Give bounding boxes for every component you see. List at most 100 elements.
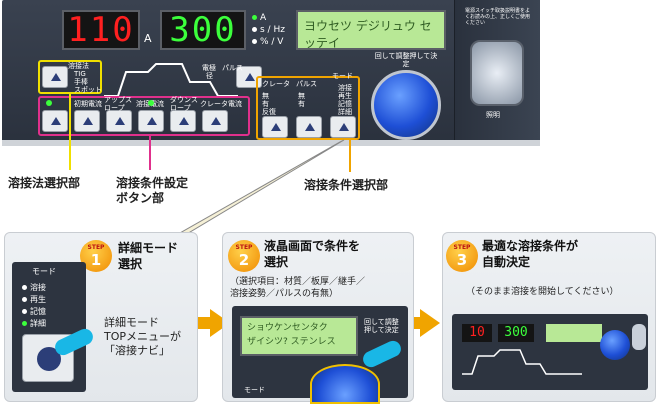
crater-option-on: 有	[262, 100, 269, 108]
crater-current-button[interactable]	[202, 110, 228, 132]
mode-item-label: 溶接	[30, 283, 46, 292]
diameter-label: 径	[206, 72, 213, 80]
step-number: 2	[238, 251, 250, 269]
unit-a: A	[260, 13, 267, 23]
step-word: STEP	[453, 244, 471, 251]
step-1-mode-play: 再生	[22, 294, 46, 305]
callout-welding-method: 溶接法選択部	[8, 176, 81, 190]
pulse-option-on: 有	[298, 100, 305, 108]
step-2-badge: STEP 2	[228, 240, 260, 272]
step-1-mode-memory: 記憶	[22, 306, 46, 317]
step-3-knob	[600, 330, 630, 360]
step-number: 3	[456, 251, 468, 269]
step-2-title: 液晶画面で条件を 選択	[264, 239, 361, 269]
condition-select-group	[256, 76, 360, 140]
mode-option-weld: 溶接	[338, 84, 352, 92]
panel-base	[2, 140, 540, 146]
step-1-title: 詳細モード 選択	[118, 241, 179, 271]
downslope-button[interactable]	[170, 110, 196, 132]
weld-current-button[interactable]	[138, 110, 164, 132]
step-3-volt-value: 300	[504, 325, 528, 340]
mode-group-title: モード	[332, 72, 353, 80]
pulse-option-none: 無	[298, 92, 305, 100]
callout-condition-select: 溶接条件選択部	[304, 178, 389, 192]
crater-current-label: クレータ電流	[200, 100, 242, 108]
knob-label: 回して調整押して決定	[374, 52, 438, 68]
step-1-note: 詳細モード TOPメニューが 「溶接ナビ」	[104, 316, 182, 357]
method-label-spot: スポット	[74, 86, 102, 94]
initial-current-label: 初期電流	[74, 100, 102, 108]
pulse-label: パルス	[222, 64, 243, 72]
voltage-display: 300	[160, 10, 246, 50]
step-3-torch	[632, 324, 646, 350]
unit-pv: % / V	[260, 37, 284, 47]
led-icon	[46, 100, 52, 106]
mode-item-label: 詳細	[30, 319, 46, 328]
callout-condition-buttons: 溶接条件設定 ボタン部	[116, 176, 189, 205]
electrode-label: 電極	[202, 64, 216, 72]
step-3-badge: STEP 3	[446, 240, 478, 272]
current-display: 110	[62, 10, 140, 50]
step-number: 1	[90, 251, 102, 269]
arrow-right-icon	[420, 309, 440, 337]
unit-shz: s / Hz	[260, 25, 285, 35]
welding-method-group	[38, 60, 102, 94]
initial-current-button[interactable]	[74, 110, 100, 132]
arrow-2-body	[414, 317, 422, 329]
lcd-line-2: ザイシツ? ステンレス	[247, 337, 336, 347]
step-2-subtitle: （選択項目：材質／板厚／継手／ 溶接姿勢／パルスの有無）	[230, 277, 366, 299]
pulse-group-title: パルス	[296, 80, 317, 88]
crater-option-repeat: 反復	[262, 108, 276, 116]
mode-option-memory: 記憶	[338, 100, 352, 108]
upslope-button[interactable]	[106, 110, 132, 132]
crater-select-button[interactable]	[262, 116, 288, 138]
step-3-lcd	[546, 324, 602, 342]
mode-item-label: 再生	[30, 295, 46, 304]
light-label: 照明	[486, 111, 500, 119]
step-2-knob-label: 回して調整押して決定	[364, 318, 399, 334]
downslope-label: ダウンスロープ	[170, 96, 198, 112]
waveform-diagram-icon	[104, 63, 238, 97]
method-label-stick: 手棒	[74, 78, 88, 86]
pulse-select-button[interactable]	[296, 116, 322, 138]
unit-indicators: A s / Hz % / V	[252, 12, 285, 48]
led-icon	[252, 15, 257, 20]
adjust-knob[interactable]	[371, 70, 441, 140]
torch-note: 電源スイッチ取扱説明書をよくお読みの上、正しくご使用ください	[465, 8, 531, 26]
mode-option-detail: 詳細	[338, 108, 352, 116]
crater-option-none: 無	[262, 92, 269, 100]
step-3-volt: 300	[498, 324, 534, 342]
mode-option-play: 再生	[338, 92, 352, 100]
method-label-tig: TIG	[74, 70, 86, 78]
step-1-mode-weld: 溶接	[22, 282, 46, 293]
lcd-text-display: ヨウセツ デジリュウ セッテイ	[296, 10, 446, 50]
led-icon	[252, 39, 257, 44]
current-unit: A	[144, 32, 152, 45]
led-icon	[22, 297, 27, 302]
step-word: STEP	[87, 244, 105, 251]
mode-select-button[interactable]	[330, 116, 356, 138]
led-icon	[22, 309, 27, 314]
led-icon	[148, 100, 154, 106]
lcd-line-1: ショウケンセンタク	[247, 323, 328, 333]
upslope-label: アップスロープ	[104, 96, 132, 112]
welding-method-button[interactable]	[42, 66, 68, 88]
extra-button[interactable]	[42, 110, 68, 132]
torch-window	[470, 40, 524, 106]
step-3-title: 最適な溶接条件が 自動決定	[482, 239, 579, 269]
led-icon	[22, 285, 27, 290]
step-1-mode-title: モード	[32, 267, 56, 276]
arrow-1-body	[198, 317, 212, 329]
method-label-weld: 溶接法	[68, 62, 89, 70]
step-3-current: 10	[462, 324, 492, 342]
step-3-subtitle: （そのまま溶接を開始してください）	[466, 287, 619, 297]
step-2-mode-title: モード	[244, 386, 265, 394]
condition-button-group	[38, 96, 250, 136]
step-2-knob[interactable]	[310, 364, 380, 404]
step-word: STEP	[235, 244, 253, 251]
callout-lines	[69, 94, 351, 232]
mode-item-label: 記憶	[30, 307, 46, 316]
crater-group-title: クレータ	[262, 80, 290, 88]
step-3-buttons-icon	[462, 349, 582, 375]
step-1-mode-detail: 詳細	[22, 318, 46, 329]
